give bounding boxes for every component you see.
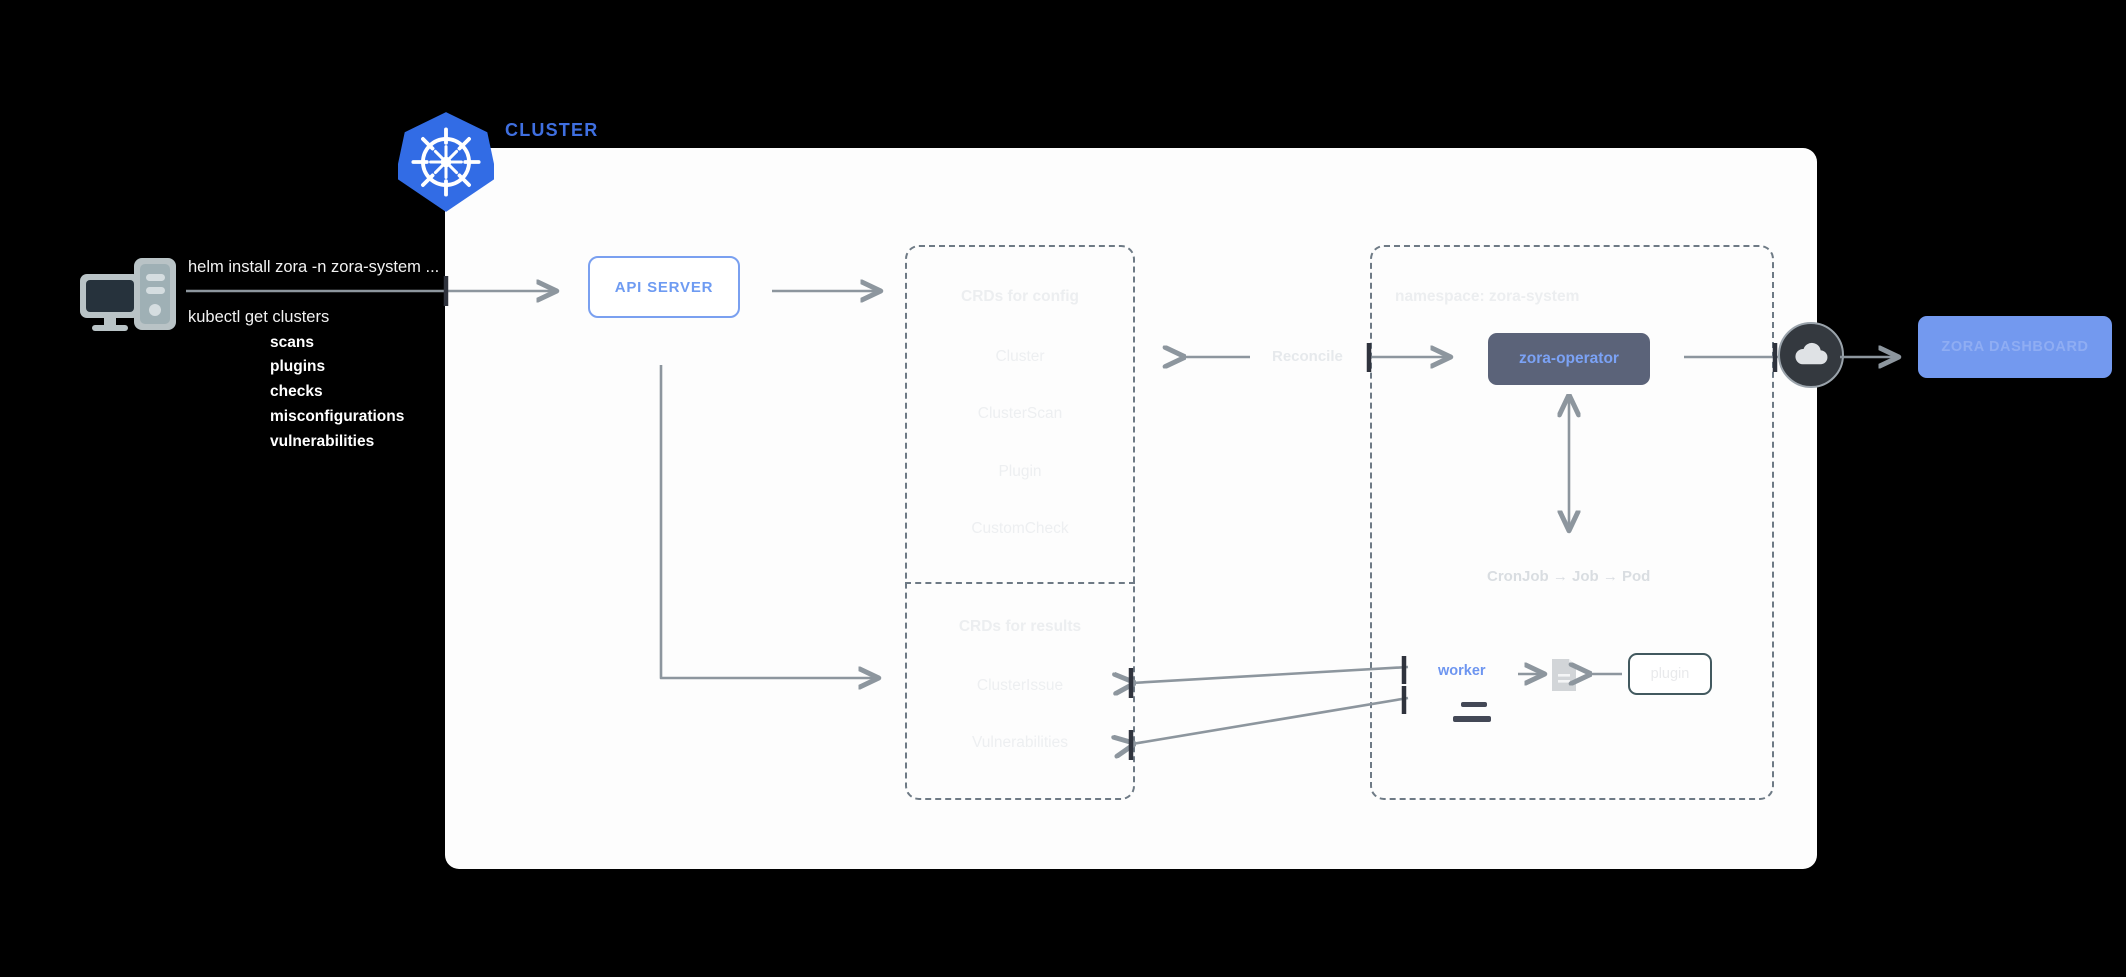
cloud-icon [1778, 322, 1844, 388]
crds-divider [905, 582, 1135, 584]
worker-mark-upper [1461, 702, 1487, 707]
resource-scans: scans [270, 334, 314, 351]
cronjob-pipeline-label: CronJob → Job → Pod [1487, 568, 1651, 585]
resource-vulnerabilities: vulnerabilities [270, 433, 375, 450]
cluster-label: CLUSTER [505, 120, 599, 140]
worker-mark-lower [1453, 716, 1491, 722]
zora-dashboard-node[interactable]: ZORA DASHBOARD [1918, 316, 2112, 378]
helm-command-text: helm install zora -n zora-system ... [188, 258, 440, 276]
crd-clusterscan: ClusterScan [977, 405, 1063, 422]
crd-customcheck: CustomCheck [971, 520, 1069, 537]
kubectl-command-text: kubectl get clusters [188, 308, 330, 326]
document-icon [1550, 658, 1578, 692]
crd-clusterissue: ClusterIssue [976, 677, 1064, 694]
crds-container [905, 245, 1135, 800]
plugin-node[interactable]: plugin [1628, 653, 1712, 695]
zora-operator-node[interactable]: zora-operator [1488, 333, 1650, 385]
reconcile-label: Reconcile [1272, 348, 1343, 365]
crds-config-title: CRDs for config [961, 288, 1079, 305]
namespace-container [1370, 245, 1774, 800]
crd-plugin: Plugin [998, 463, 1042, 480]
kubernetes-helm-icon [398, 110, 494, 214]
resource-plugins: plugins [270, 358, 326, 375]
resource-checks: checks [270, 383, 323, 400]
api-server-node[interactable]: API SERVER [588, 256, 740, 318]
crd-cluster: Cluster [995, 348, 1045, 365]
crds-results-title: CRDs for results [958, 618, 1082, 635]
worker-label: worker [1438, 663, 1486, 679]
resource-misconfigurations: misconfigurations [270, 408, 405, 425]
crd-vulnerabilities: Vulnerabilities [972, 734, 1068, 751]
namespace-title: namespace: zora-system [1395, 288, 1580, 305]
desktop-computer-icon [76, 252, 180, 336]
